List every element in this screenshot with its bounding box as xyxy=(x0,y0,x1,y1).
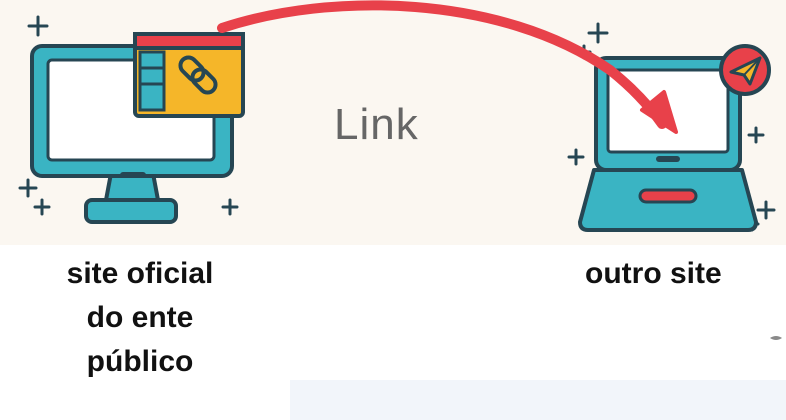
source-caption-line: do ente xyxy=(86,301,194,334)
link-window-icon xyxy=(133,32,245,118)
decorative-mark xyxy=(770,336,782,340)
link-label: Link xyxy=(334,100,419,149)
chain-link-icon xyxy=(178,55,218,95)
source-caption-line: público xyxy=(86,345,194,378)
source-caption-line: site oficial xyxy=(66,257,214,290)
source-caption: site oficial do ente público xyxy=(30,252,250,384)
target-caption: outro site xyxy=(585,257,722,290)
link-arrow-icon xyxy=(217,0,678,134)
desktop-monitor-icon xyxy=(18,15,245,224)
sparkle-icon xyxy=(18,15,239,216)
lower-panel xyxy=(290,380,786,420)
paper-plane-icon xyxy=(719,44,771,96)
